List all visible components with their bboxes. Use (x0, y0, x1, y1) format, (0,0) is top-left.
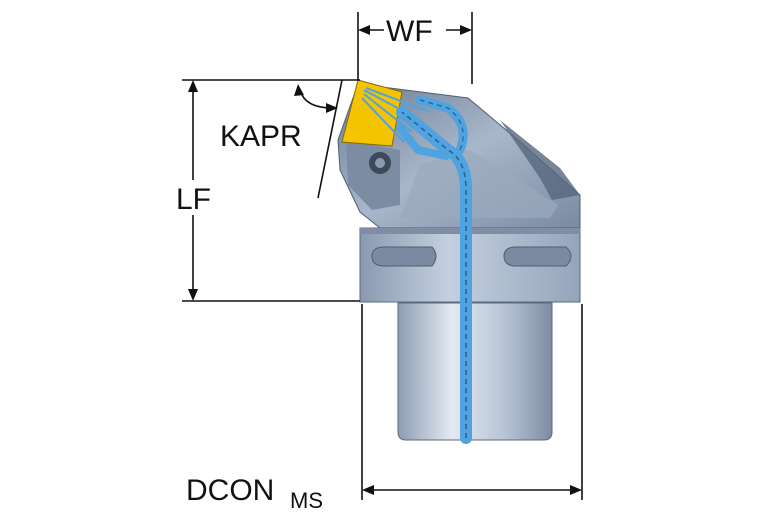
coolant-jets (361, 87, 431, 143)
label-dcon-subscript: MS (290, 488, 323, 513)
coolant-branch-lower (396, 124, 450, 160)
clamp-screw-hole (375, 158, 385, 168)
label-kapr: KAPR (220, 120, 302, 153)
label-wf: WF (386, 15, 433, 48)
label-lf: LF (176, 183, 211, 216)
dimension-lines (182, 12, 583, 500)
label-dcon: DCON (186, 474, 274, 507)
slot-left (371, 246, 437, 267)
coolant-channels (361, 87, 472, 444)
slot-right (503, 246, 572, 267)
head-flank (500, 120, 580, 200)
dimension-arrowheads (188, 25, 582, 495)
shank (397, 302, 553, 441)
head-facet (400, 150, 558, 218)
